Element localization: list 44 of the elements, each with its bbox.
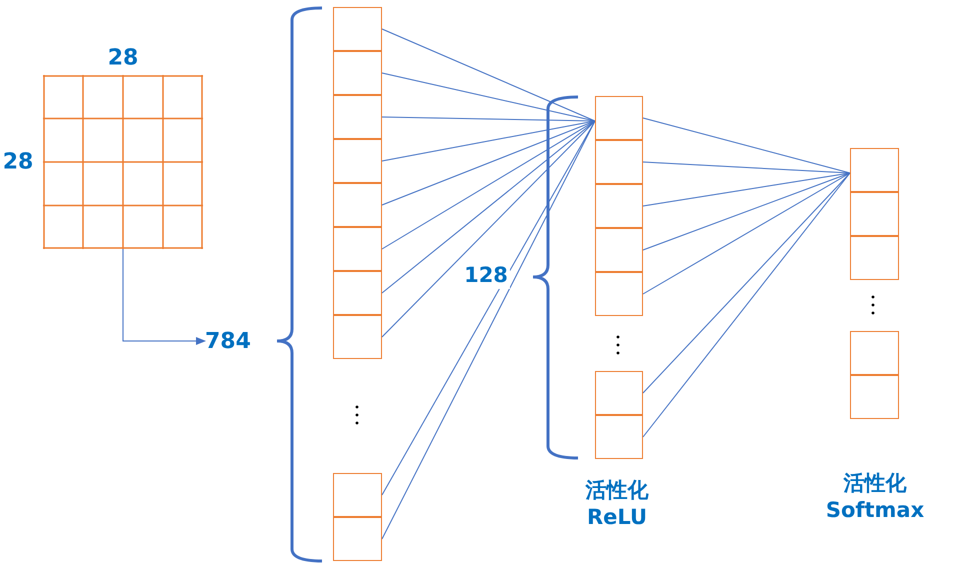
connection-line: [642, 172, 850, 438]
neuron-cell: [595, 371, 643, 415]
neuron-cell: [850, 375, 899, 419]
neuron-cell: [333, 271, 382, 315]
neuron-cell: [850, 236, 899, 280]
connection-line: [382, 120, 596, 338]
connection-line: [382, 120, 596, 294]
neuron-cell: [595, 140, 643, 184]
neuron-cell: [595, 272, 643, 316]
neuron-cell: [850, 192, 899, 236]
neuron-cell: [333, 315, 382, 359]
connection-line: [642, 162, 850, 174]
activation-label: 活性化 ReLU: [584, 477, 650, 532]
connection-line: [642, 172, 850, 294]
count-label: 784: [205, 326, 257, 356]
neuron-cell: [595, 228, 643, 272]
neuron-cell: [333, 227, 382, 271]
arrow: [122, 248, 206, 345]
dimension-label: 28: [108, 46, 138, 70]
connection-line: [382, 120, 596, 250]
connection-line: [382, 120, 596, 206]
connection-line: [642, 172, 850, 206]
neuron-cell: [595, 415, 643, 459]
connection-line: [382, 28, 596, 122]
neuron-cell: [595, 96, 643, 140]
connection-line: [382, 116, 596, 122]
neuron-cell: [850, 331, 899, 375]
neuron-cell: [333, 139, 382, 183]
connection-line: [382, 72, 596, 122]
neuron-cell: [333, 183, 382, 227]
neuron-cell: [333, 7, 382, 51]
connection-line: [642, 118, 850, 174]
neuron-cell: [333, 51, 382, 95]
neuron-cell: [333, 95, 382, 139]
neuron-cell: [850, 148, 899, 192]
neuron-cell: [333, 517, 382, 561]
connection-line: [642, 172, 850, 250]
neuron-cell: [595, 184, 643, 228]
connection-line: [642, 172, 850, 394]
neuron-cell: [333, 473, 382, 517]
dimension-label: 28: [2, 150, 34, 174]
activation-label: 活性化 Softmax: [825, 470, 925, 524]
pixel-grid: [43, 75, 203, 249]
connection-line: [382, 120, 596, 162]
